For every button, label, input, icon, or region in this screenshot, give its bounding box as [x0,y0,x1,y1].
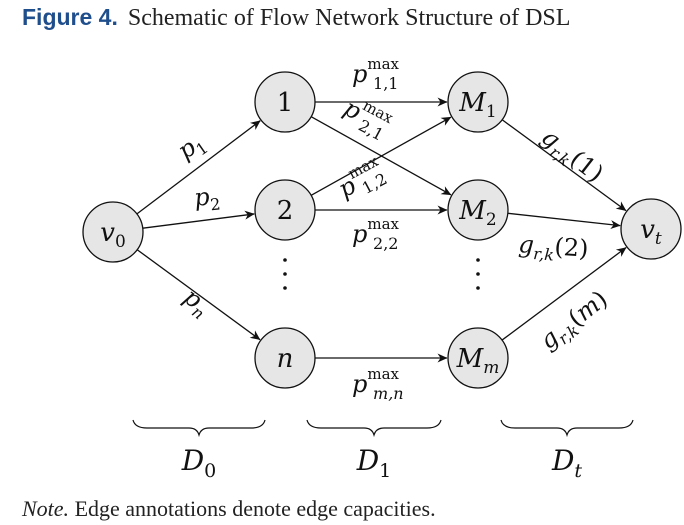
node-circle [254,71,316,133]
node-v0: v0 [82,201,144,263]
node-circle [620,198,682,260]
edge-M2-vt [507,212,621,230]
edge-M1-vt [501,119,627,212]
node-circle [447,71,509,133]
node-M2: M2 [447,179,509,241]
edge-label-text: gr,k(2) [517,230,589,267]
edge-label-M2-vt: gr,k(2) [517,230,590,267]
node-circle [254,179,316,241]
node-label: n [277,344,294,374]
node-label: Mm [456,344,500,378]
note-text: Edge annotations denote edge capacities. [74,496,436,521]
ellipsis-middle-nodes [283,258,287,290]
group-label: Dt [551,444,582,482]
node-circle [447,327,509,389]
node-circle [447,179,509,241]
node-n: n [254,327,316,389]
brace [500,419,634,438]
figure-title-text: Schematic of Flow Network Structure of D… [127,5,571,31]
node-label: M2 [458,196,496,230]
node-Mm: Mm [447,327,509,389]
node-2: 2 [254,179,316,241]
node-1: 1 [254,71,316,133]
edge-label-2-M1: pmax1,2 [331,152,391,208]
figure-title: Figure 4. Schematic of Flow Network Stru… [22,4,570,32]
edge-label-text: pmax1,2 [331,152,391,208]
group-D1: D1 [306,419,442,482]
brace [132,419,266,438]
figure-note: Note. Edge annotations denote edge capac… [22,496,436,522]
group-Dt: Dt [500,419,634,482]
figure-label: Figure 4. [22,4,118,30]
ellipsis-machine-nodes [476,258,480,290]
edge-Mm-vt [501,247,627,341]
node-circle [82,201,144,263]
node-label: v0 [100,218,126,252]
group-label: D1 [356,444,392,482]
edge-label-M1-vt: gr,k(1) [534,123,609,191]
node-vt: vt [620,198,682,260]
brace [306,419,442,438]
node-M1: M1 [447,71,509,133]
edge-v0-2 [142,210,255,229]
node-circle [254,327,316,389]
node-label: 1 [277,88,294,118]
edge-2-M1 [310,116,452,196]
node-label: vt [640,215,662,249]
edge-v0-n [136,249,261,341]
note-prefix: Note. [22,496,70,521]
edge-label-text: gr,k(m) [534,285,615,358]
edge-label-text: gr,k(1) [534,123,609,191]
edge-v0-1 [136,120,261,215]
node-label: M1 [458,88,496,122]
edge-label-v0-2: p2 [193,181,222,215]
edge-label-text: p2 [193,181,222,215]
group-label: D0 [181,444,217,482]
node-label: 2 [277,196,294,226]
group-D0: D0 [132,419,266,482]
edge-label-Mm-vt: gr,k(m) [534,285,615,358]
